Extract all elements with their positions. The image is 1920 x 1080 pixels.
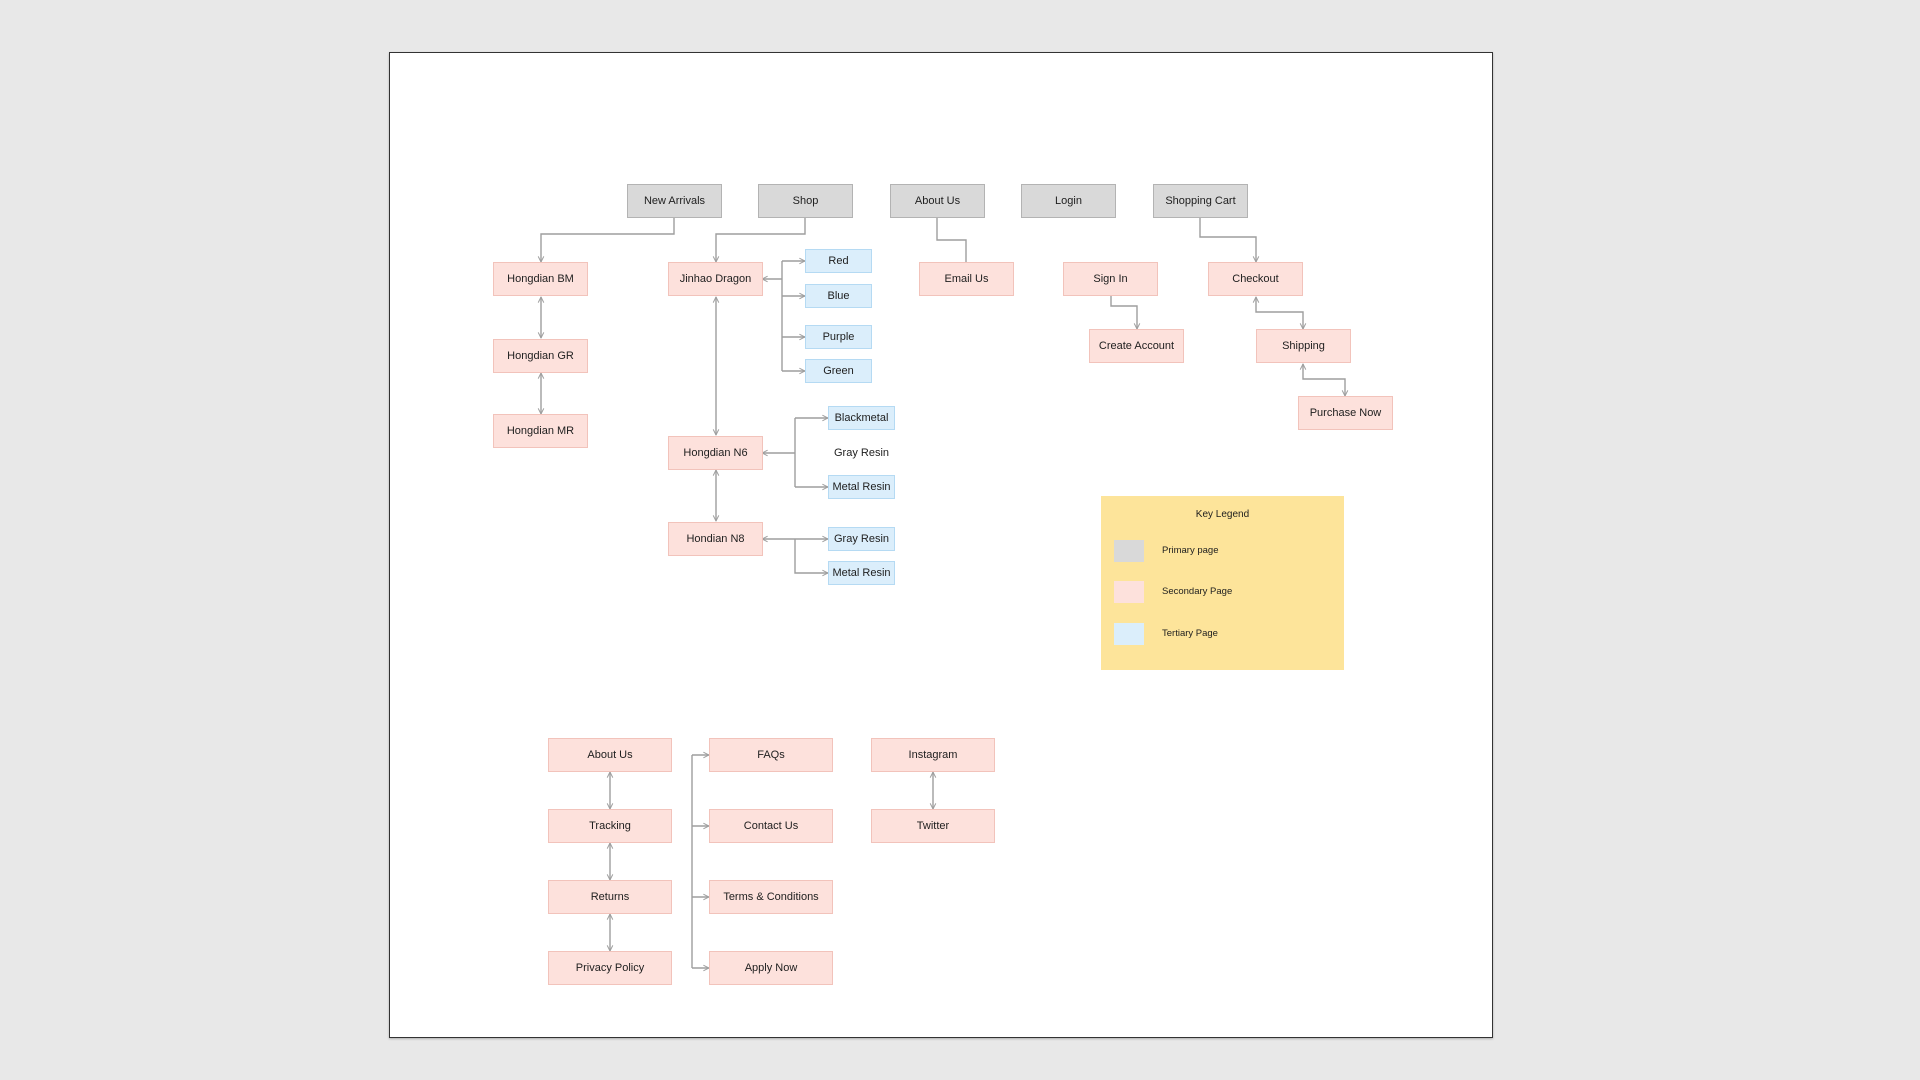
legend-label-primary: Primary page xyxy=(1162,545,1219,556)
page-variant-metal-resin[interactable]: Metal Resin xyxy=(828,561,895,585)
key-legend: Key Legend Primary page Secondary Page T… xyxy=(1101,496,1344,670)
page-new-arrivals[interactable]: New Arrivals xyxy=(627,184,722,218)
page-shopping-cart[interactable]: Shopping Cart xyxy=(1153,184,1248,218)
legend-swatch-tertiary xyxy=(1114,623,1144,645)
page-footer-apply-now[interactable]: Apply Now xyxy=(709,951,833,985)
page-purchase-now[interactable]: Purchase Now xyxy=(1298,396,1393,430)
page-create-account[interactable]: Create Account xyxy=(1089,329,1184,363)
page-footer-privacy-policy[interactable]: Privacy Policy xyxy=(548,951,672,985)
connector xyxy=(794,539,828,573)
legend-swatch-primary xyxy=(1114,540,1144,562)
page-footer-faqs[interactable]: FAQs xyxy=(709,738,833,772)
page-footer-about-us[interactable]: About Us xyxy=(548,738,672,772)
page-variant-blackmetal[interactable]: Blackmetal xyxy=(828,406,895,430)
page-shipping[interactable]: Shipping xyxy=(1256,329,1351,363)
page-checkout[interactable]: Checkout xyxy=(1208,262,1303,296)
page-shop[interactable]: Shop xyxy=(758,184,853,218)
page-footer-twitter[interactable]: Twitter xyxy=(871,809,995,843)
connector xyxy=(1111,289,1137,329)
page-jinhao-dragon[interactable]: Jinhao Dragon xyxy=(668,262,763,296)
page-footer-tracking[interactable]: Tracking xyxy=(548,809,672,843)
page-hongdian-gr[interactable]: Hongdian GR xyxy=(493,339,588,373)
connector xyxy=(1303,364,1345,396)
legend-swatch-secondary xyxy=(1114,581,1144,603)
page-variant-blue[interactable]: Blue xyxy=(805,284,872,308)
connector xyxy=(1256,297,1303,329)
page-login[interactable]: Login xyxy=(1021,184,1116,218)
page-hongdian-mr[interactable]: Hongdian MR xyxy=(493,414,588,448)
page-variant-gray-resin[interactable]: Gray Resin xyxy=(833,447,890,459)
page-sign-in[interactable]: Sign In xyxy=(1063,262,1158,296)
connector xyxy=(716,211,805,262)
page-footer-returns[interactable]: Returns xyxy=(548,880,672,914)
page-hongdian-bm[interactable]: Hongdian BM xyxy=(493,262,588,296)
page-variant-red[interactable]: Red xyxy=(805,249,872,273)
connector xyxy=(1200,211,1256,262)
sitemap-canvas: New Arrivals Shop About Us Login Shoppin… xyxy=(389,52,1493,1038)
page-variant-gray-resin[interactable]: Gray Resin xyxy=(828,527,895,551)
page-variant-green[interactable]: Green xyxy=(805,359,872,383)
page-variant-metal-resin[interactable]: Metal Resin xyxy=(828,475,895,499)
page-email-us[interactable]: Email Us xyxy=(919,262,1014,296)
page-footer-contact-us[interactable]: Contact Us xyxy=(709,809,833,843)
page-hondian-n8[interactable]: Hondian N8 xyxy=(668,522,763,556)
page-footer-terms-conditions[interactable]: Terms & Conditions xyxy=(709,880,833,914)
legend-label-secondary: Secondary Page xyxy=(1162,586,1233,597)
page-footer-instagram[interactable]: Instagram xyxy=(871,738,995,772)
page-variant-purple[interactable]: Purple xyxy=(805,325,872,349)
legend-title: Key Legend xyxy=(1195,509,1250,520)
connector xyxy=(541,211,674,262)
connector xyxy=(937,211,966,270)
page-about-us[interactable]: About Us xyxy=(890,184,985,218)
legend-label-tertiary: Tertiary Page xyxy=(1162,628,1218,639)
page-hongdian-n6[interactable]: Hongdian N6 xyxy=(668,436,763,470)
connector-layer xyxy=(390,53,1494,1039)
